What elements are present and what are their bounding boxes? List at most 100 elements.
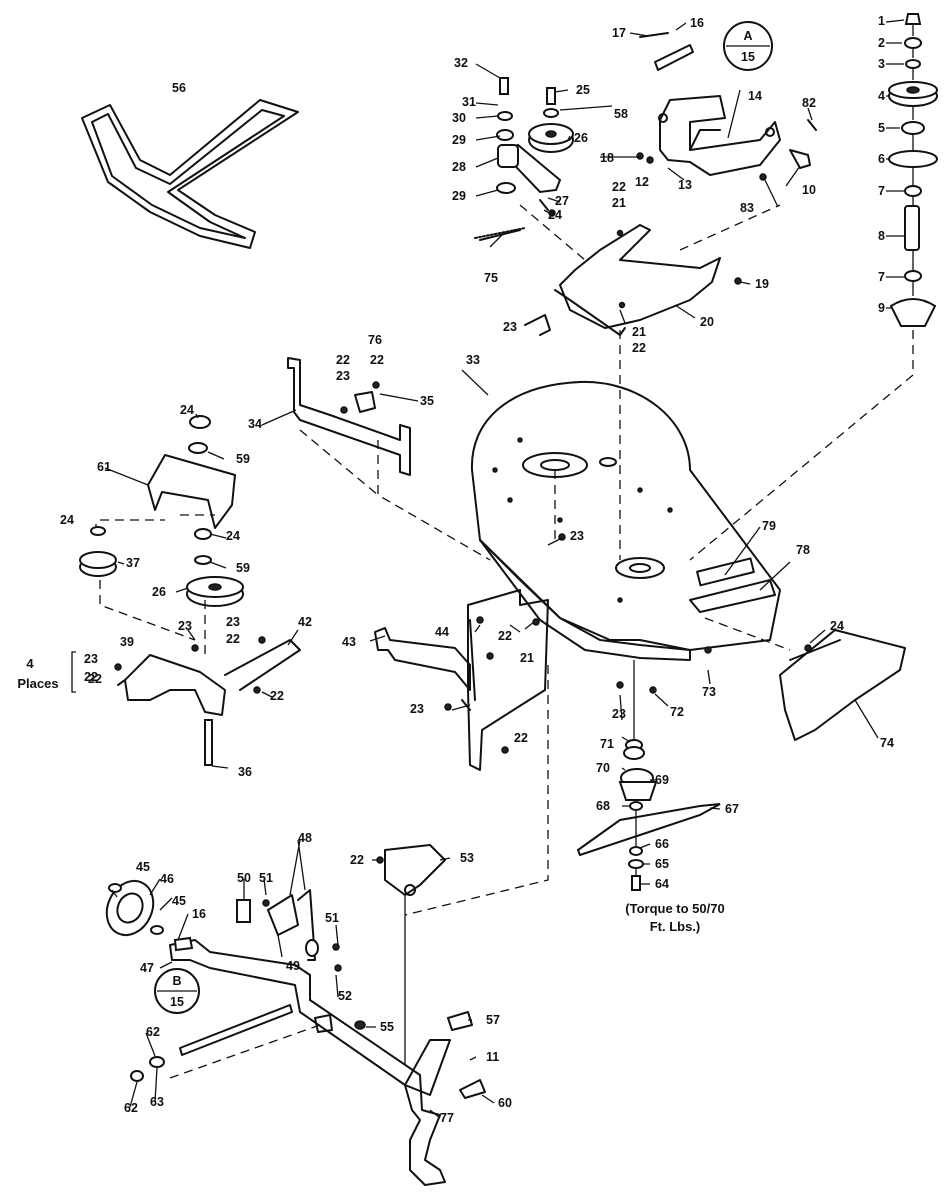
callout-58: 58 xyxy=(614,107,628,121)
callout-21: 21 xyxy=(632,325,646,339)
callout-72: 72 xyxy=(670,705,684,719)
callout-23: 23 xyxy=(226,615,240,629)
callout-7: 7 xyxy=(878,270,885,284)
callout-71: 71 xyxy=(600,737,614,751)
callout-22: 22 xyxy=(498,629,512,643)
reference-a: A 15 xyxy=(723,21,773,71)
four-places-count: 4 xyxy=(26,656,34,671)
alignment-lines xyxy=(299,330,914,561)
callout-14: 14 xyxy=(748,89,762,103)
callout-22: 22 xyxy=(88,672,102,686)
callout-24: 24 xyxy=(226,529,240,543)
callout-22: 22 xyxy=(632,341,646,355)
callout-2: 2 xyxy=(878,36,885,50)
callout-68: 68 xyxy=(596,799,610,813)
callout-31: 31 xyxy=(462,95,476,109)
callout-44: 44 xyxy=(435,625,449,639)
callout-24: 24 xyxy=(548,208,562,222)
hardware xyxy=(114,119,817,864)
callout-17: 17 xyxy=(612,26,626,40)
callout-16: 16 xyxy=(192,907,206,921)
callout-82: 82 xyxy=(802,96,816,110)
callout-45: 45 xyxy=(172,894,186,908)
four-places-top-callout: 23 xyxy=(84,652,98,666)
callout-30: 30 xyxy=(452,111,466,125)
callout-34: 34 xyxy=(248,417,262,431)
callout-13: 13 xyxy=(678,178,692,192)
callout-8: 8 xyxy=(878,229,885,243)
callout-22: 22 xyxy=(514,731,528,745)
height-sector xyxy=(384,844,446,1065)
spindle-stack xyxy=(888,13,938,327)
callout-66: 66 xyxy=(655,837,669,851)
callout-20: 20 xyxy=(700,315,714,329)
side-deflector xyxy=(374,589,549,916)
callout-73: 73 xyxy=(702,685,716,699)
callout-leaders xyxy=(95,19,905,1119)
callout-49: 49 xyxy=(286,959,300,973)
callout-9: 9 xyxy=(878,301,885,315)
lift-assembly xyxy=(105,879,486,1186)
callout-26: 26 xyxy=(152,585,166,599)
callout-53: 53 xyxy=(460,851,474,865)
callout-60: 60 xyxy=(498,1096,512,1110)
callout-24: 24 xyxy=(830,619,844,633)
drive-belt xyxy=(81,99,299,249)
callout-70: 70 xyxy=(596,761,610,775)
callout-10: 10 xyxy=(802,183,816,197)
reference-b-letter: B xyxy=(172,974,181,988)
callout-46: 46 xyxy=(160,872,174,886)
callout-83: 83 xyxy=(740,201,754,215)
deck-plate xyxy=(524,204,781,560)
callout-69: 69 xyxy=(655,773,669,787)
callout-32: 32 xyxy=(454,56,468,70)
reference-a-page: 15 xyxy=(741,50,755,64)
callout-57: 57 xyxy=(486,1013,500,1027)
callout-51: 51 xyxy=(325,911,339,925)
callout-50: 50 xyxy=(237,871,251,885)
callout-77: 77 xyxy=(440,1111,454,1125)
torque-note-line-1: (Torque to 50/70 xyxy=(625,901,724,916)
callout-76: 76 xyxy=(368,333,382,347)
callout-28: 28 xyxy=(452,160,466,174)
blade-assembly xyxy=(576,660,721,891)
callout-56: 56 xyxy=(172,81,186,95)
mower-deck xyxy=(470,380,781,661)
callout-6: 6 xyxy=(878,152,885,166)
callout-42: 42 xyxy=(298,615,312,629)
callout-59: 59 xyxy=(236,452,250,466)
front-bracket xyxy=(287,357,491,561)
callout-79: 79 xyxy=(762,519,776,533)
callout-43: 43 xyxy=(342,635,356,649)
callout-26: 26 xyxy=(574,131,588,145)
callout-67: 67 xyxy=(725,802,739,816)
callout-22: 22 xyxy=(350,853,364,867)
callout-25: 25 xyxy=(576,83,590,97)
callout-5: 5 xyxy=(878,121,885,135)
callout-23: 23 xyxy=(570,529,584,543)
callout-22: 22 xyxy=(226,632,240,646)
callout-24: 24 xyxy=(180,403,194,417)
callout-23: 23 xyxy=(178,619,192,633)
reference-b: B 15 xyxy=(154,968,200,1014)
callout-23: 23 xyxy=(336,369,350,383)
callout-35: 35 xyxy=(420,394,434,408)
callout-29: 29 xyxy=(452,133,466,147)
callout-48: 48 xyxy=(298,831,312,845)
four-places-word: Places xyxy=(17,676,58,691)
torque-note-line-2: Ft. Lbs.) xyxy=(650,919,701,934)
callout-24: 24 xyxy=(60,513,74,527)
callout-3: 3 xyxy=(878,57,885,71)
callout-18: 18 xyxy=(600,151,614,165)
upper-pulley-assembly xyxy=(474,77,586,261)
idler-bracket xyxy=(639,32,781,176)
callout-45: 45 xyxy=(136,860,150,874)
callout-23: 23 xyxy=(612,707,626,721)
callout-labels: 1 2 3 4 5 6 7 8 7 9 10 11 12 13 14 16 16… xyxy=(60,14,894,1125)
torque-note: (Torque to 50/70 Ft. Lbs.) xyxy=(625,901,724,934)
callout-22: 22 xyxy=(612,180,626,194)
callout-75: 75 xyxy=(484,271,498,285)
callout-23: 23 xyxy=(410,702,424,716)
callout-22: 22 xyxy=(336,353,350,367)
